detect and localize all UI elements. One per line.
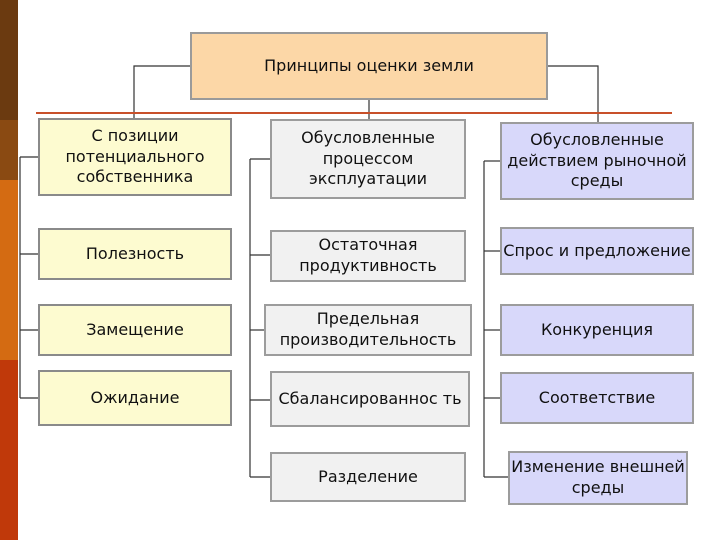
connector-root-col1 — [133, 65, 190, 120]
decor-stripe-orange — [0, 180, 18, 360]
column2-item-4: Разделение — [270, 452, 466, 502]
connector-root-col3 — [548, 65, 599, 122]
column3-item-2: Конкуренция — [500, 304, 694, 356]
column2-header: Обусловленные процессом эксплуатации — [270, 119, 466, 199]
decor-stripe-brown — [0, 120, 18, 180]
column2-item-1: Остаточная продуктивность — [270, 230, 466, 282]
column1-header: С позиции потенциального собственника — [38, 118, 232, 196]
column2-item-2: Предельная производительность — [264, 304, 472, 356]
column2-item-3: Сбалансированнос ть — [270, 371, 470, 427]
diagram-root-node: Принципы оценки земли — [190, 32, 548, 100]
column1-item-2: Замещение — [38, 304, 232, 356]
column3-item-4: Изменение внешней среды — [508, 451, 688, 505]
decor-stripe-dark — [0, 0, 18, 120]
column3-item-1: Спрос и предложение — [500, 227, 694, 275]
decor-stripe-red — [0, 360, 18, 540]
column3-header: Обусловленные действием рыночной среды — [500, 122, 694, 200]
column1-item-3: Ожидание — [38, 370, 232, 426]
column1-item-1: Полезность — [38, 228, 232, 280]
accent-rule — [36, 112, 672, 114]
column3-item-3: Соответствие — [500, 372, 694, 424]
